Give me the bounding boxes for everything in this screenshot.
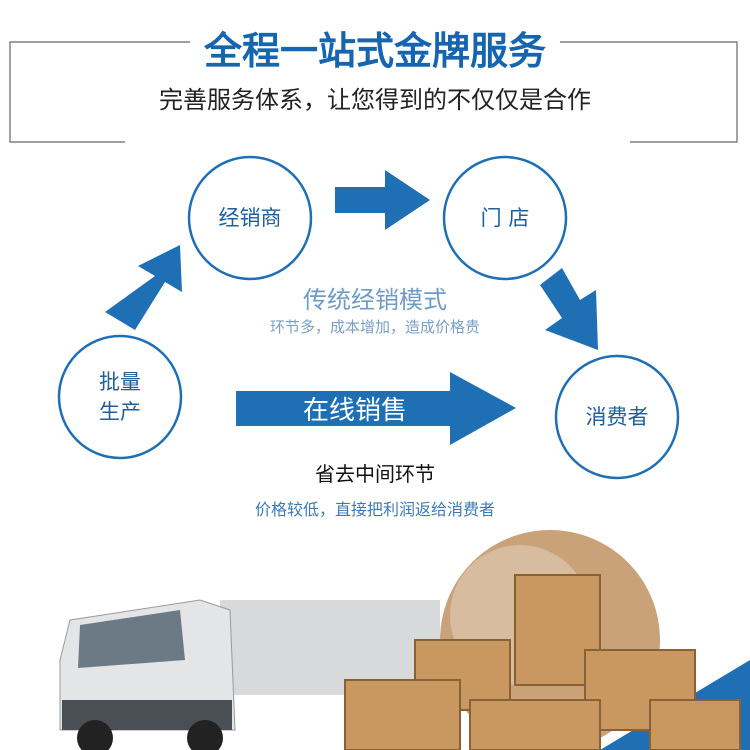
- online-label: 在线销售: [302, 396, 407, 426]
- arrow-store-to-consumer: [540, 268, 598, 350]
- dealer-circle: [187, 155, 313, 281]
- online-desc: 价格较低，直接把利润返给消费者: [254, 500, 495, 519]
- page-subtitle: 完善服务体系，让您得到的不仅仅是合作: [0, 80, 750, 115]
- online-arrow: [236, 372, 516, 445]
- node-store: 门 店: [480, 206, 530, 230]
- consumer-circle: [554, 354, 680, 480]
- arrow-dealer-to-store: [335, 170, 430, 230]
- header-frame: [9, 41, 738, 143]
- node-dealer: 经销商: [218, 206, 282, 230]
- traditional-title: 传统经销模式: [303, 286, 447, 314]
- traditional-desc: 环节多，成本增加，造成价格贵: [269, 318, 480, 336]
- page-title: 全程一站式金牌服务: [0, 20, 750, 75]
- crates: [344, 574, 741, 750]
- online-title: 省去中间环节: [315, 462, 435, 486]
- arrow-production-to-dealer: [105, 245, 182, 330]
- production-circle: [57, 334, 183, 460]
- node-production: 批量 生产: [99, 370, 141, 424]
- logistics-image: [59, 530, 750, 750]
- store-circle: [442, 155, 568, 281]
- node-consumer: 消费者: [585, 405, 649, 429]
